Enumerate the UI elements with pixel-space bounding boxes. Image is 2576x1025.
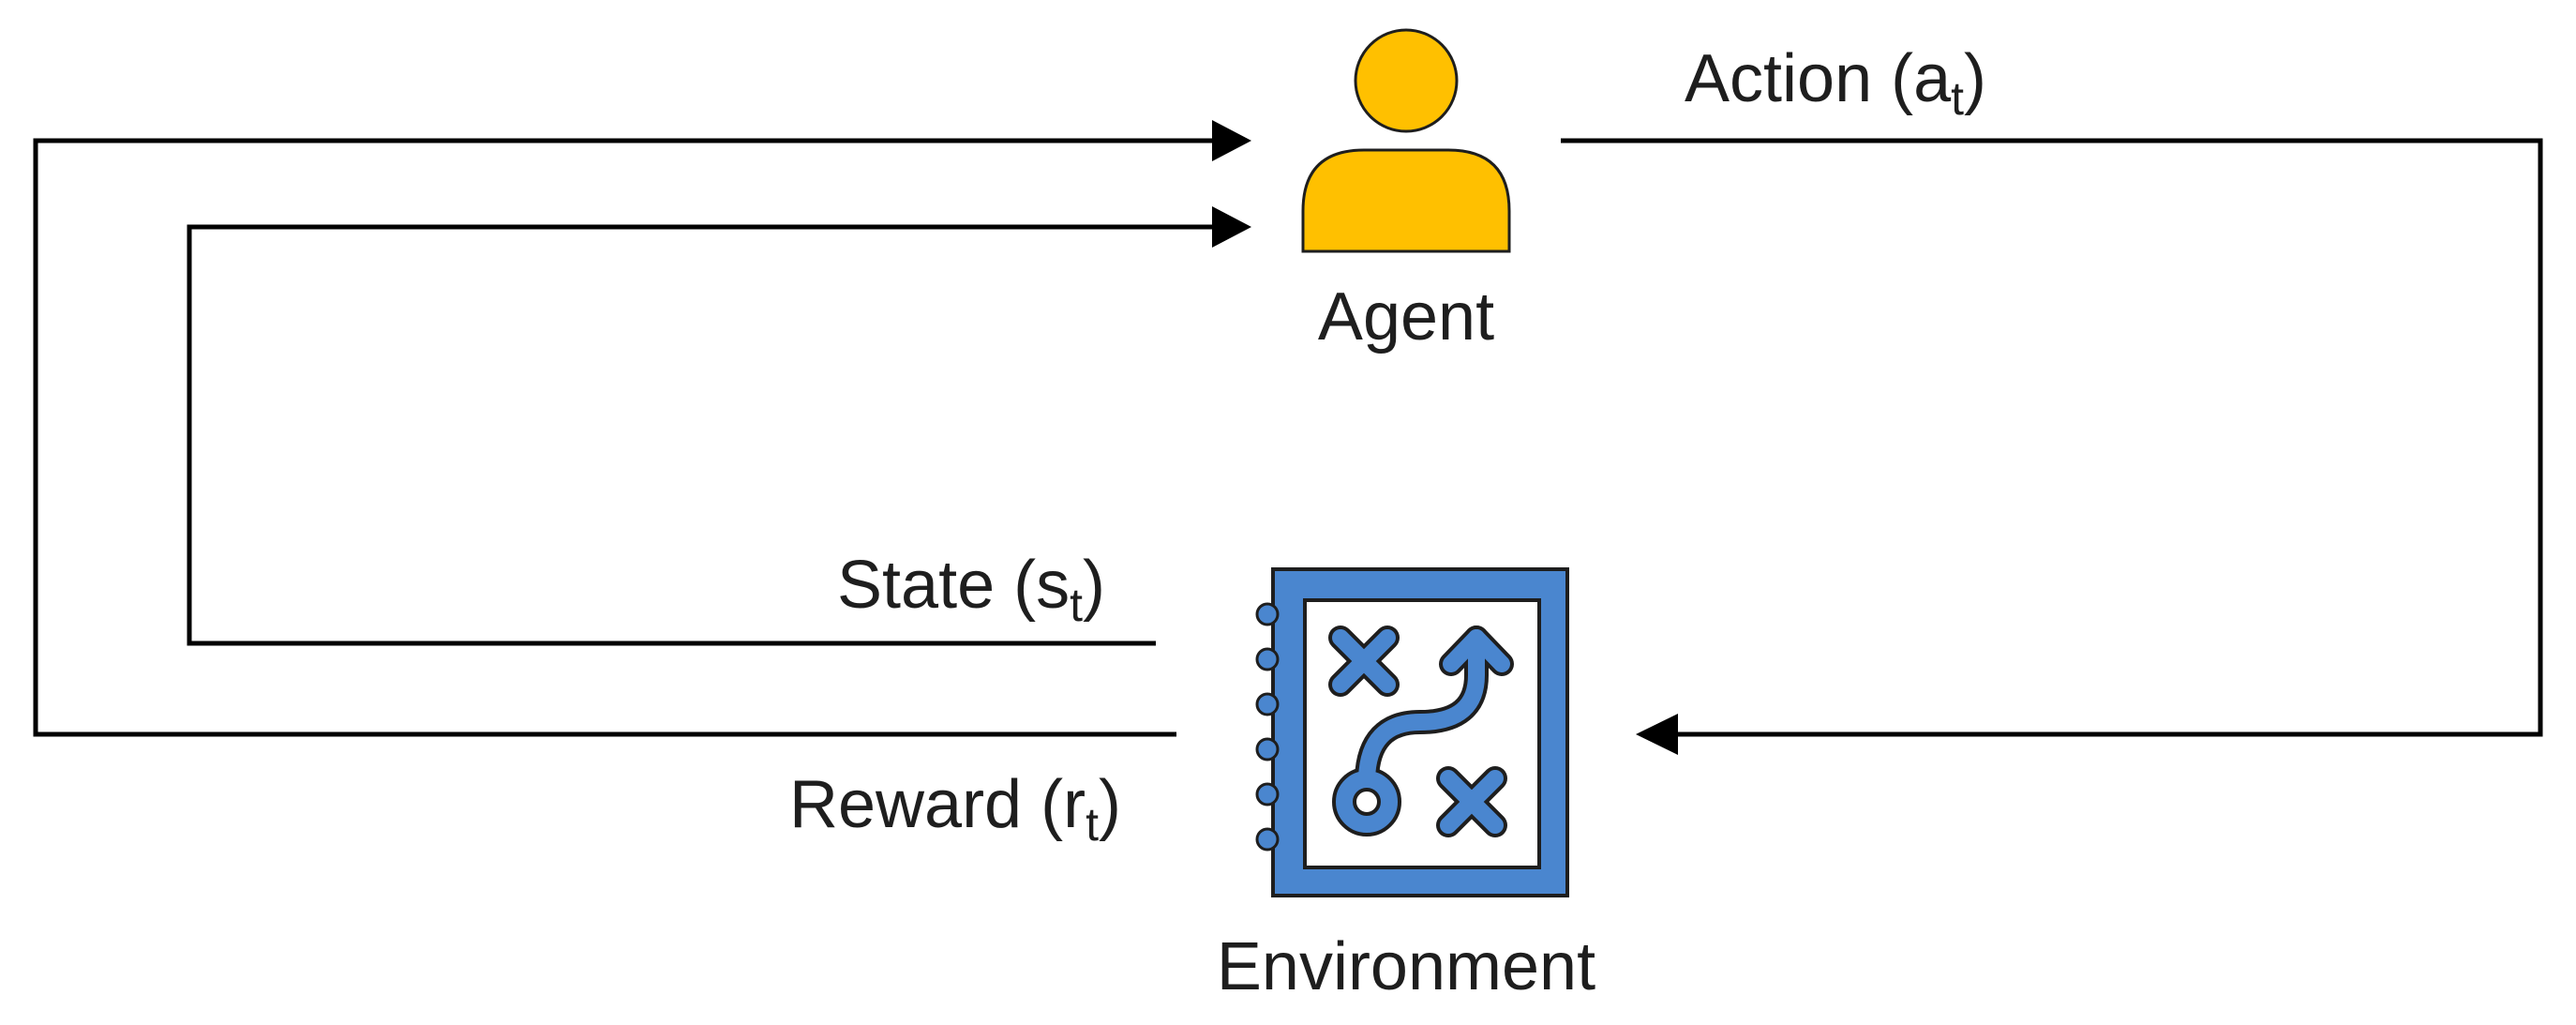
reward-label-subscript: t <box>1086 798 1099 851</box>
action-arrowhead <box>1636 714 1678 755</box>
action-label: Action (at) <box>1685 45 1986 122</box>
reward-arrow <box>33 138 1247 737</box>
reward-label-text: Reward (r <box>789 767 1086 842</box>
strategy-notebook-icon <box>1255 567 1569 897</box>
action-arrow <box>1561 138 2543 737</box>
state-label-close: ) <box>1083 548 1105 623</box>
state-label-text: State (s <box>837 548 1071 623</box>
action-label-text: Action (a <box>1685 41 1952 116</box>
state-arrow <box>187 224 1247 646</box>
state-label-subscript: t <box>1070 579 1084 631</box>
state-label: State (st) <box>837 551 1105 628</box>
reward-arrowhead <box>1212 120 1251 161</box>
environment-label: Environment <box>1216 929 1596 1004</box>
agent-label: Agent <box>1317 279 1495 354</box>
state-arrowhead <box>1212 206 1251 248</box>
person-icon <box>1301 28 1511 253</box>
action-label-subscript: t <box>1951 72 1965 125</box>
reward-label: Reward (rt) <box>789 771 1121 848</box>
reward-label-close: ) <box>1098 767 1121 842</box>
action-label-close: ) <box>1964 41 1987 116</box>
